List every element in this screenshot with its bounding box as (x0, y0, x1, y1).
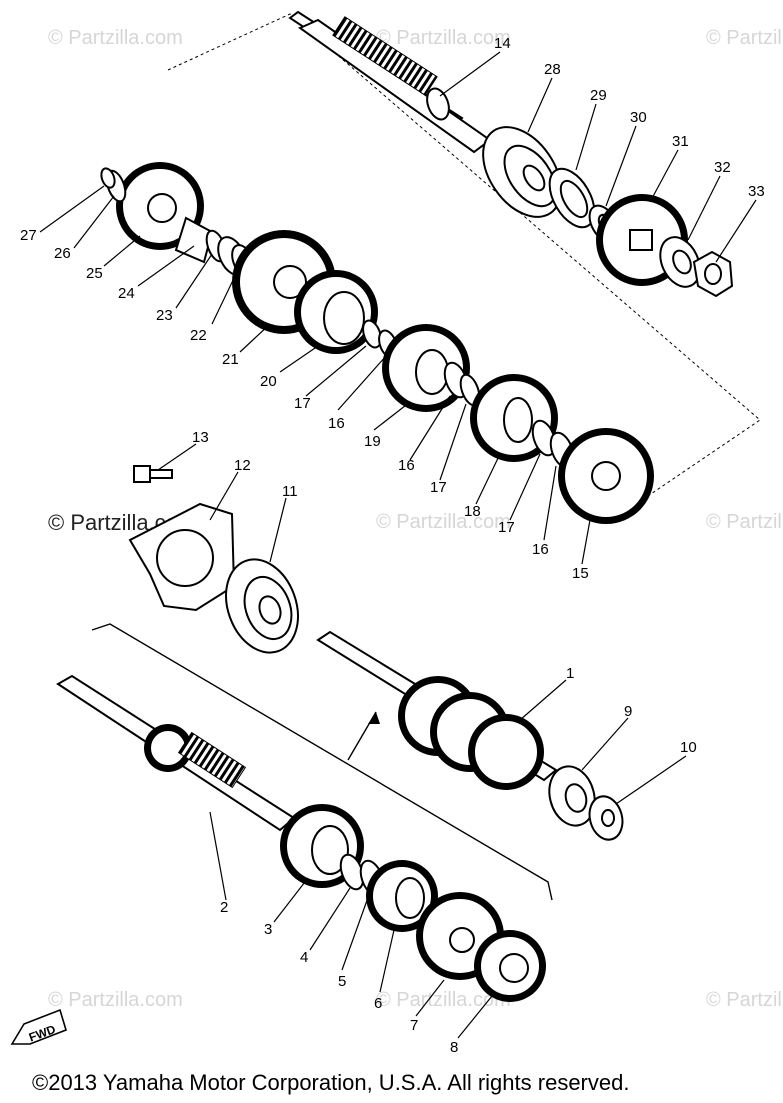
callout-18: 18 (464, 503, 481, 520)
assembly-dashed-outline (167, 13, 761, 499)
callout-1: 1 (566, 665, 574, 682)
callout-12: 12 (234, 457, 251, 474)
callout-13: 13 (192, 429, 209, 446)
callout-5: 5 (338, 973, 346, 990)
callout-17a: 17 (294, 395, 311, 412)
callout-14: 14 (494, 35, 511, 52)
callout-labels: 14 28 29 30 31 32 33 27 26 25 24 23 22 2… (20, 35, 765, 1056)
watermark-text: © Partzilla.com (376, 511, 511, 533)
bearing-11 (225, 558, 299, 654)
watermark-text: © Partzilla.com (706, 27, 783, 49)
callout-7: 7 (410, 1017, 418, 1034)
callout-25: 25 (86, 265, 103, 282)
watermark-text: © Partzilla.com (48, 27, 183, 49)
watermark-text: © Partzilla.com (48, 989, 183, 1011)
bearing-plate-12 (128, 502, 236, 612)
callout-3: 3 (264, 921, 272, 938)
watermark-text: © Partzilla.com (376, 27, 511, 49)
callout-20: 20 (260, 373, 277, 390)
gear-19 (382, 324, 470, 412)
callout-6: 6 (374, 995, 382, 1012)
callout-24: 24 (118, 285, 135, 302)
arrow-head (368, 712, 380, 724)
screw-13 (133, 465, 173, 483)
oil-seal-10 (588, 795, 624, 841)
callout-33: 33 (748, 183, 765, 200)
circlip-26-27 (100, 167, 127, 203)
callout-16b: 16 (398, 457, 415, 474)
gear-8 (474, 930, 546, 1002)
callout-17c: 17 (498, 519, 515, 536)
leader-lines (39, 51, 757, 1039)
callout-27: 27 (20, 227, 37, 244)
nut-33 (692, 250, 734, 298)
callout-2: 2 (220, 899, 228, 916)
oil-seal-29 (548, 167, 596, 229)
washer-circlip-16-17 (443, 361, 481, 407)
gear-20 (294, 270, 378, 354)
callout-26: 26 (54, 245, 71, 262)
watermark-text: © Partzilla.com (376, 989, 511, 1011)
bearing-9 (548, 765, 596, 827)
callout-8: 8 (450, 1039, 458, 1056)
callout-11: 11 (282, 483, 298, 500)
lower-assembly-bracket (91, 623, 553, 901)
callout-23: 23 (156, 307, 173, 324)
callout-15: 15 (572, 565, 589, 582)
gear-15 (558, 428, 654, 524)
callout-4: 4 (300, 949, 308, 966)
callout-10: 10 (680, 739, 697, 756)
fwd-arrow-icon: FWD (10, 1008, 67, 1045)
callout-16a: 16 (328, 415, 345, 432)
watermark-text: © Partzilla.com (706, 989, 783, 1011)
main-axle-1 (316, 630, 558, 790)
main-axle-2 (56, 674, 296, 832)
callout-17b: 17 (430, 479, 447, 496)
gear-3 (280, 804, 364, 888)
callout-9: 9 (624, 703, 632, 720)
callout-21: 21 (222, 351, 239, 368)
callout-22: 22 (190, 327, 207, 344)
copyright-footer: ©2013 Yamaha Motor Corporation, U.S.A. A… (32, 1070, 629, 1095)
watermark-text: © Partzilla.com (706, 511, 783, 533)
callout-32: 32 (714, 159, 731, 176)
lock-washer-32 (659, 236, 701, 288)
callout-28: 28 (544, 61, 561, 78)
callout-29: 29 (590, 87, 607, 104)
callout-16c: 16 (532, 541, 549, 558)
bearing-28 (482, 126, 562, 218)
callout-30: 30 (630, 109, 647, 126)
main-axle-14 (288, 10, 492, 154)
gear-6 (366, 860, 438, 932)
watermarks: © Partzilla.com © Partzilla.com © Partzi… (48, 27, 783, 1011)
callout-19: 19 (364, 433, 381, 450)
callout-31: 31 (672, 133, 689, 150)
